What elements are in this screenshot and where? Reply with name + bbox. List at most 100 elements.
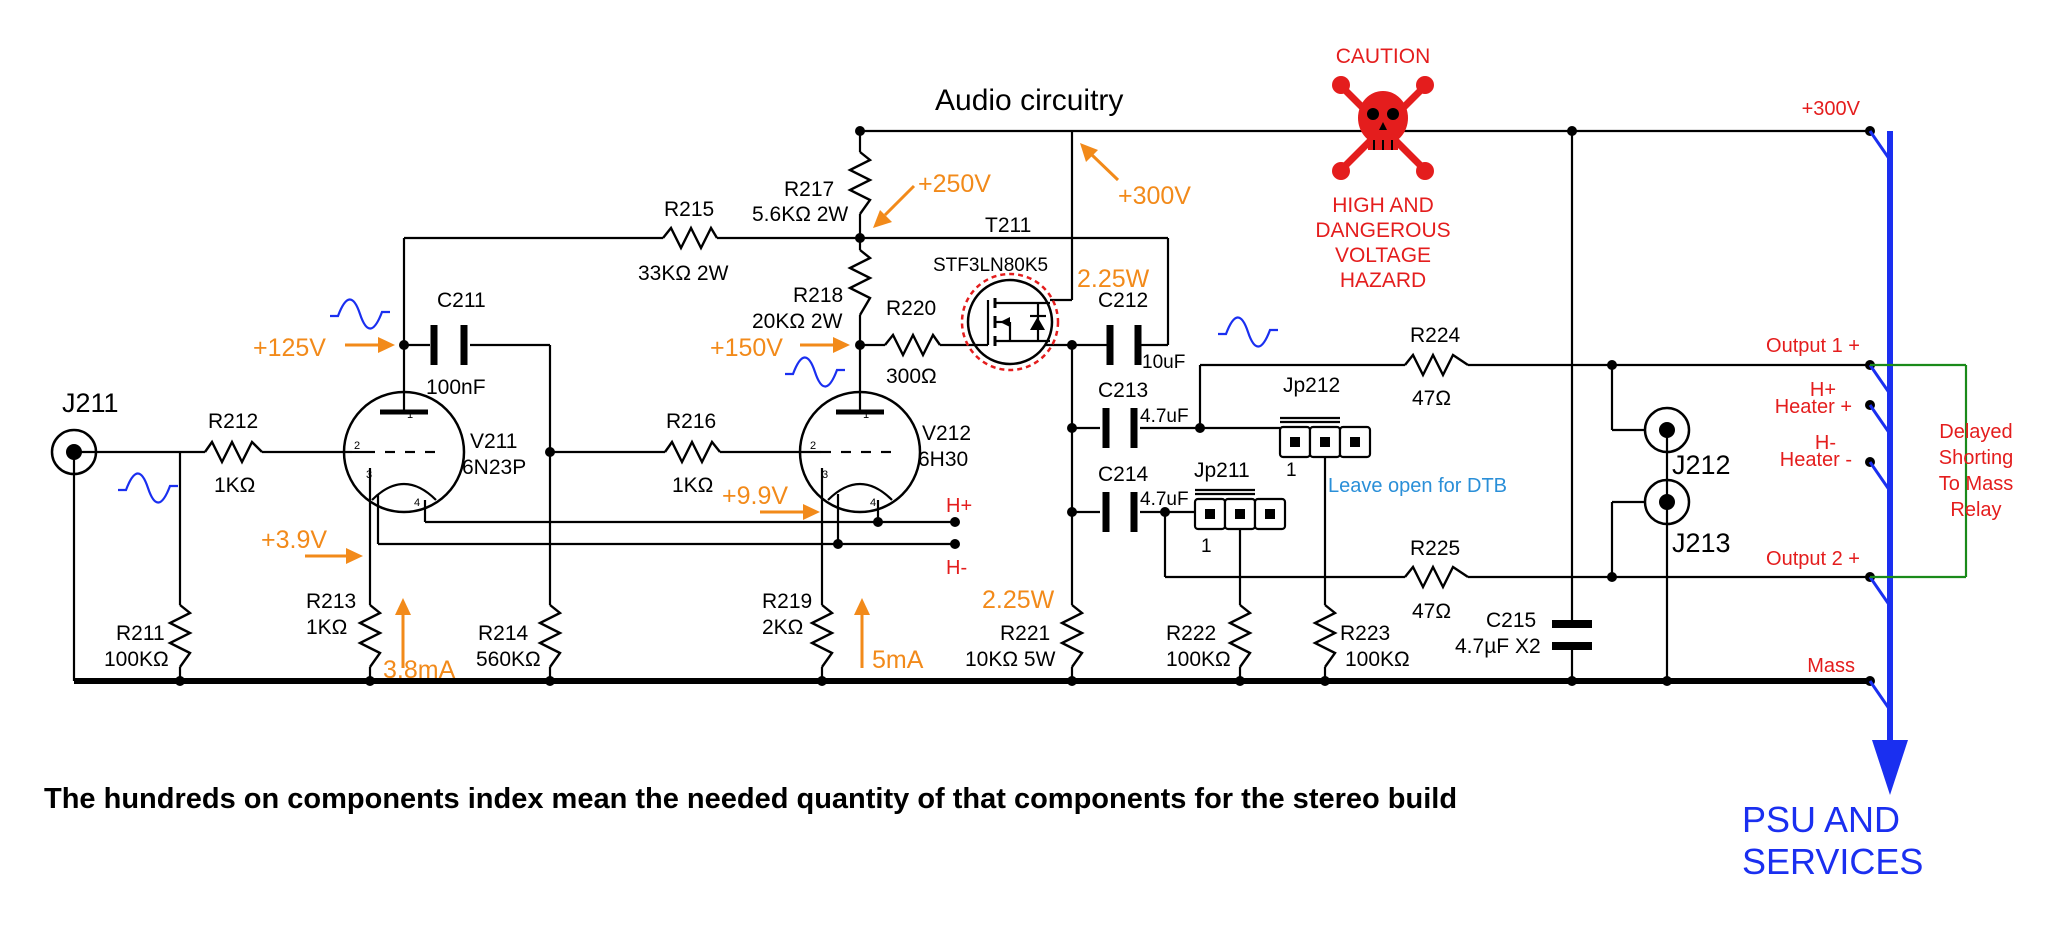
V211-pin-2: 2	[354, 440, 360, 452]
V211-pin-3: 3	[366, 469, 372, 481]
sine-wave-icon	[330, 298, 390, 330]
V212-pin-2: 2	[810, 440, 816, 452]
capacitor-C215	[1552, 620, 1592, 650]
R219-value: 2KΩ	[762, 616, 803, 639]
R221-value: 10KΩ 5W	[965, 648, 1056, 671]
R222-name: R222	[1166, 622, 1216, 645]
resistor-R225	[1404, 564, 1469, 590]
R214-value: 560KΩ	[476, 648, 541, 671]
relay-wire	[1870, 363, 1968, 579]
C212-value: 10uF	[1142, 352, 1185, 373]
C215-name: C215	[1486, 609, 1536, 632]
Jp212-label: Jp212	[1283, 374, 1340, 397]
C214-name: C214	[1098, 463, 1149, 486]
resistor-R220	[884, 332, 941, 358]
sine-wave-icon	[1218, 316, 1278, 348]
V211-name: V211	[470, 430, 518, 453]
resistor-R215	[662, 225, 719, 251]
R211-value: 100KΩ	[104, 648, 169, 671]
R223-name: R223	[1340, 622, 1390, 645]
R218-value: 20KΩ 2W	[752, 310, 843, 333]
caution-line: HIGH AND	[1332, 194, 1434, 217]
psu-bus	[1868, 130, 1908, 795]
R225-name: R225	[1410, 537, 1460, 560]
V212-type: 6H30	[918, 448, 968, 471]
C211-value: 100nF	[426, 376, 486, 399]
resistor-R219	[809, 604, 835, 668]
J211-label: J211	[62, 388, 119, 418]
resistor-R218	[847, 249, 873, 316]
jack-J211	[50, 428, 98, 476]
capacitor-C213	[1102, 408, 1138, 448]
sine-wave-icon	[118, 472, 178, 504]
C215-value: 4.7µF X2	[1455, 635, 1541, 658]
R225-value: 47Ω	[1412, 600, 1451, 623]
annotation-r221-power: 2.25W	[982, 586, 1055, 614]
R212-value: 1KΩ	[214, 474, 255, 497]
jack-J213	[1643, 478, 1691, 526]
resistor-R211	[167, 604, 193, 668]
leave-open-note: Leave open for DTB	[1328, 475, 1507, 497]
annotation-250v: +250V	[918, 170, 991, 198]
rail-mass-label: Mass	[1807, 655, 1855, 677]
R224-value: 47Ω	[1412, 387, 1451, 410]
R216-value: 1KΩ	[672, 474, 713, 497]
R212-name: R212	[208, 410, 258, 433]
J213-label: J213	[1672, 528, 1731, 558]
R215-name: R215	[664, 198, 714, 221]
annotation-9-9v: +9.9V	[722, 482, 788, 510]
R218-name: R218	[793, 284, 843, 307]
capacitor-C214	[1102, 492, 1138, 532]
R215-value: 33KΩ 2W	[638, 262, 729, 285]
caution-line: DANGEROUS	[1315, 219, 1450, 242]
tube-V211	[342, 390, 466, 514]
C211-name: C211	[437, 289, 486, 312]
C213-name: C213	[1098, 379, 1148, 402]
capacitor-C212	[1100, 325, 1150, 365]
Jp212-pin1: 1	[1286, 460, 1297, 481]
R217-value: 5.6KΩ 2W	[752, 203, 848, 226]
relay-label: Relay	[1950, 499, 2001, 521]
psu-label: PSU AND	[1742, 799, 1900, 840]
annotation-300v: +300V	[1118, 182, 1191, 210]
relay-label: Shorting	[1939, 447, 2014, 469]
V212-pin-3: 3	[822, 469, 828, 481]
psu-label: SERVICES	[1742, 841, 1923, 882]
heater-plus-tap: H+	[946, 495, 972, 517]
annotation-3-9v: +3.9V	[261, 526, 327, 554]
heater-minus-tap: H-	[946, 557, 967, 579]
C213-value: 4.7uF	[1140, 406, 1189, 427]
R217-name: R217	[784, 178, 834, 201]
rail-heater-minus-short: H-	[1815, 432, 1836, 454]
skull-crossbones-icon	[1332, 76, 1434, 180]
resistor-R214	[537, 604, 563, 668]
R213-value: 1KΩ	[306, 616, 347, 639]
rail-heater-plus-label: Heater +	[1775, 396, 1852, 418]
C214-value: 4.7uF	[1140, 489, 1189, 510]
rail-output1-label: Output 1 +	[1766, 335, 1860, 357]
capacitor-C211	[430, 325, 468, 365]
relay-label: Delayed	[1939, 421, 2012, 443]
tube-V212	[798, 390, 922, 514]
resistor-R221	[1059, 604, 1085, 668]
mosfet-T211	[960, 272, 1060, 372]
R211-name: R211	[116, 622, 165, 645]
resistor-R223	[1312, 604, 1338, 668]
resistor-R212	[204, 439, 263, 465]
junction-dots	[175, 126, 1875, 686]
R220-name: R220	[886, 297, 936, 320]
annotation-t211-power: 2.25W	[1077, 265, 1150, 293]
annotation-150v: +150V	[710, 334, 783, 362]
R219-name: R219	[762, 590, 812, 613]
rail-output2-label: Output 2 +	[1766, 548, 1860, 570]
R222-value: 100KΩ	[1166, 648, 1231, 671]
jack-J212	[1643, 406, 1691, 454]
voltage-arrows	[305, 143, 1120, 668]
R213-name: R213	[306, 590, 356, 613]
relay-label: To Mass	[1939, 473, 2013, 495]
wiring	[72, 129, 1870, 681]
jumper-Jp212	[1278, 416, 1372, 459]
caution-heading: CAUTION	[1336, 45, 1431, 68]
rail-heater-plus-short: H+	[1810, 379, 1836, 401]
